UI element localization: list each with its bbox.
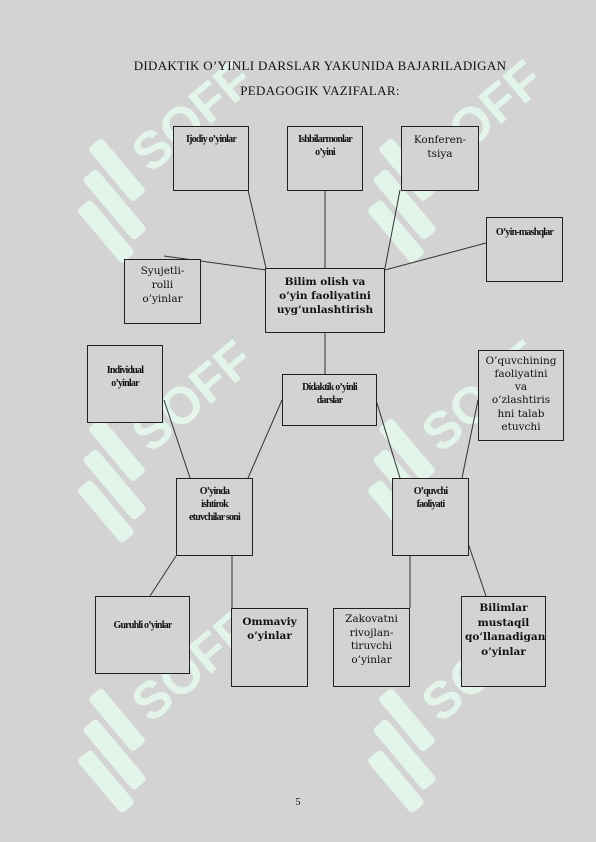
link-guruhli	[149, 555, 177, 597]
link-syujetli	[163, 255, 267, 271]
link-didaktik-oyinda	[247, 399, 283, 479]
page-subtitle: PEDAGOGIK VAZIFALAR:	[240, 83, 400, 98]
node-ijodiy-oyinlar: Ijodiy o’yinlar	[173, 126, 249, 191]
node-didaktik-oyinli-darslar: Didaktik o’yinli darslar	[282, 374, 377, 426]
node-syujetli-rolli-oyinlar: Syujetli- rolli o’yinlar	[124, 259, 201, 324]
node-ommaviy-oyinlar: Ommaviy o’yinlar	[231, 608, 308, 687]
node-konferentsiya: Konferen- tsiya	[401, 126, 479, 191]
node-individual-oyinlar: Individual o’yinlar	[87, 345, 163, 423]
link-oyin-mashqlar	[384, 242, 487, 271]
page-number: 5	[295, 797, 301, 808]
page-title: DIDAKTIK O’YINLI DARSLAR YAKUNIDA BAJARI…	[133, 58, 507, 73]
node-oquvchi-faoliyati: O’quvchi faoliyati	[392, 478, 469, 556]
node-zakovatni-rivojlantiruvchi: Zakovatni rivojlan- tiruvchi o’yinlar	[333, 608, 410, 687]
link-oquvchining	[461, 399, 479, 479]
node-bilim-olish: Bilim olish va o’yin faoliyatini uyg’unl…	[265, 268, 385, 333]
node-oquvchining-faoliyatini: O’quvchining faoliyatini va o’zlashtiris…	[478, 350, 564, 441]
link-bilimlar	[467, 542, 487, 597]
node-bilimlar-mustaqil: Bilimlar mustaqil qo’llanadigan o’yinlar	[461, 596, 546, 687]
node-oyin-mashqlar: O’yin-mashqlar	[486, 217, 563, 282]
node-guruhli-oyinlar: Guruhli o’yinlar	[95, 596, 190, 674]
link-konferentsiya	[384, 189, 401, 269]
node-ishbilarmonlar-oyini: Ishbilarmonlar o’yini	[287, 126, 363, 191]
node-oyinda-ishtirok: O’yinda ishtirok etuvchilar soni	[176, 478, 253, 556]
link-individual	[163, 399, 191, 479]
link-ijodiy	[247, 189, 267, 269]
link-didaktik-oquvchi	[375, 399, 401, 479]
